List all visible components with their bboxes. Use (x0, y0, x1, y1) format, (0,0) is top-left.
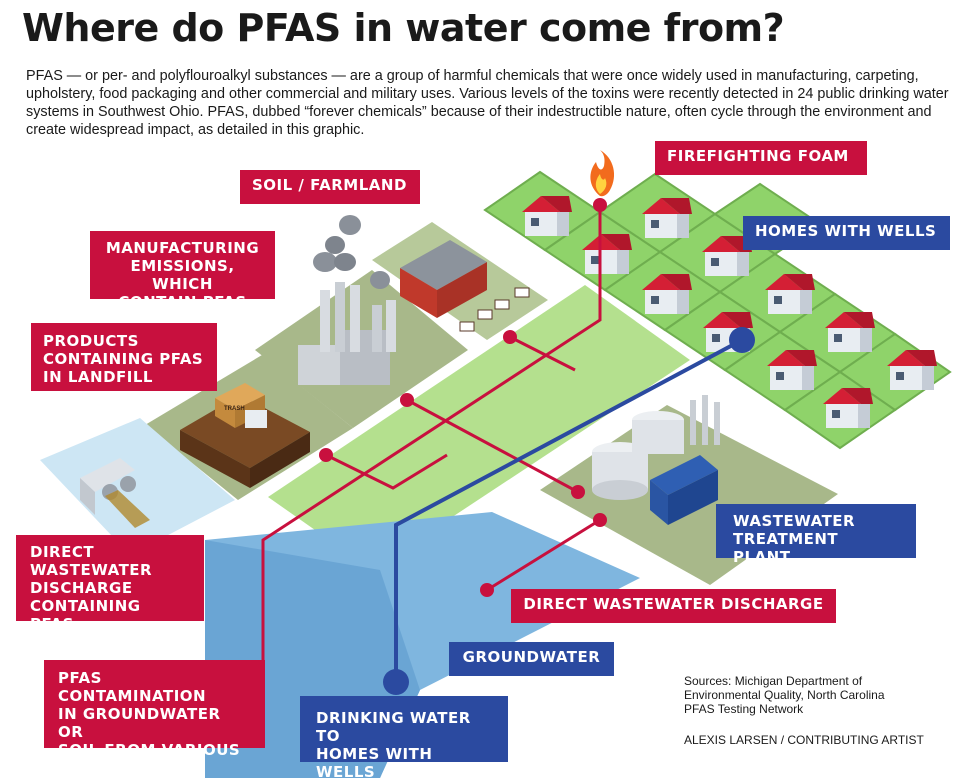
wastewater-plant (592, 395, 720, 525)
direct-discharge-right-label: DIRECT WASTEWATER DISCHARGE (511, 589, 836, 623)
outfall-pipes (80, 458, 150, 528)
factory (298, 215, 396, 385)
red-connector-dots (319, 198, 607, 597)
groundwater-label: GROUNDWATER (449, 642, 614, 676)
trash-truck: TRASH (215, 383, 267, 428)
page-title: Where do PFAS in water come from? (22, 6, 785, 50)
cows (459, 287, 530, 332)
artist-credit: ALEXIS LARSEN / CONTRIBUTING ARTIST (684, 733, 924, 747)
flame-icon (590, 150, 615, 197)
homes-with-wells-label: HOMES WITH WELLS (743, 216, 950, 250)
blue-connector (383, 327, 755, 695)
green-corridor (268, 285, 690, 570)
water-basin (40, 418, 235, 555)
sources-note: Sources: Michigan Department of Environm… (684, 674, 885, 716)
houses (522, 196, 937, 428)
svg-text:TRASH: TRASH (224, 406, 245, 412)
barn (400, 240, 487, 318)
soil-farmland-label: SOIL / FARMLAND (240, 170, 420, 204)
red-connectors (261, 205, 602, 680)
firefighting-foam-label: FIREFIGHTING FOAM (655, 141, 867, 175)
intro-paragraph: PFAS — or per- and polyflouroalkyl subst… (26, 68, 949, 138)
landfill (180, 395, 310, 488)
